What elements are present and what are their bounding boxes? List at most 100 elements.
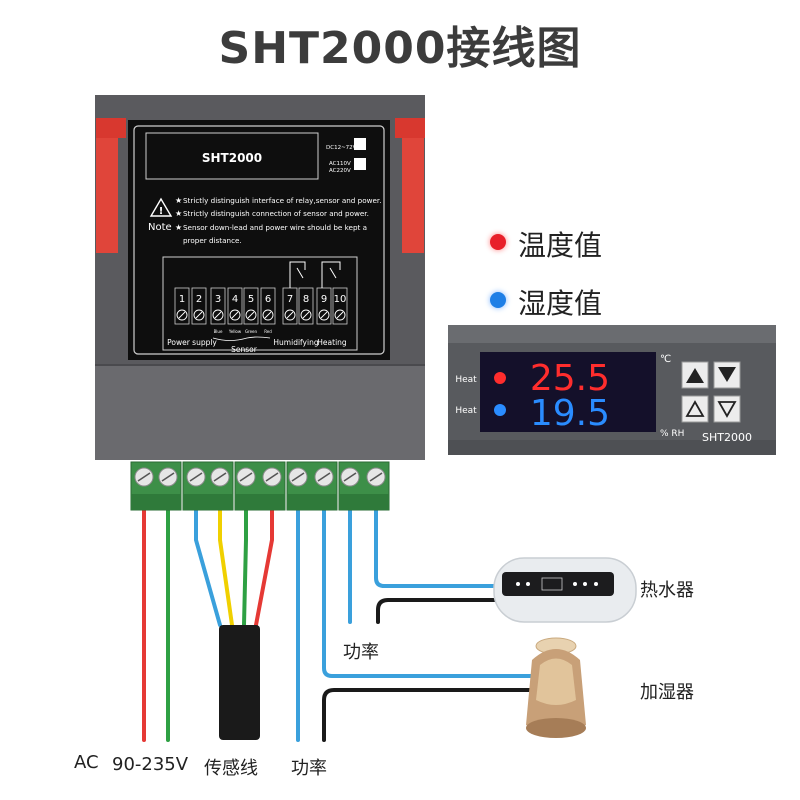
temp-legend-dot [490,234,506,250]
hum-indicator-led [494,404,506,416]
ac110-label: AC110V [329,161,351,167]
ac220-label: AC220V [329,168,351,174]
terminal-slot [298,287,314,325]
humidifier [526,637,586,738]
humidifier-label: 加湿器 [640,682,694,703]
group-sensor-label: Sensor [231,345,258,354]
controller-unit: SHT2000 DC12~72V AC110V AC220V ! Note ★ … [95,95,425,460]
hum-value: 19.5 [530,393,610,434]
svg-text:★: ★ [175,209,182,218]
sensor-wire-label: 传感线 [204,758,258,779]
up-button-1[interactable] [681,361,709,389]
terminal-slot [316,287,332,325]
group-power-label: Power supply [167,338,217,347]
note-line-3: Sensor down-lead and power wire should b… [183,223,367,232]
terminal-screw-icon [245,309,257,321]
terminal-number: 10 [334,294,347,305]
terminal-screw-icon [300,309,312,321]
terminal-number: 7 [287,294,293,305]
lcd-screen [480,352,656,432]
wire-sensor-blue [194,503,222,627]
page-title: SHT2000接线图 [218,23,582,74]
terminal-screw-icon [262,309,274,321]
dc-voltage-label: DC12~72V [326,145,357,151]
panel-model-text: SHT2000 [202,151,262,165]
left-clip-top [96,118,126,138]
power-label-bottom: 功率 [291,758,327,779]
note-line-2: Strictly distinguish connection of senso… [183,209,369,218]
terminal-slot [210,287,226,325]
terminal-slot [260,287,276,325]
water-heater-panel [502,572,614,596]
sensor-cable-sheath [219,625,260,740]
label-panel [128,120,390,360]
heat-label-2: Heat [455,406,477,416]
terminal-number: 1 [179,294,185,305]
ac-checkbox [354,158,366,170]
wire-heater-blue [374,503,507,588]
terminal-slot [191,287,207,325]
terminal-slot [227,287,243,325]
triangle-up-outline-icon [685,400,705,417]
note-line-1: Strictly distinguish interface of relay,… [183,196,381,205]
hum-legend-label: 湿度值 [518,287,603,320]
water-heater [493,557,637,623]
up-button-2[interactable] [681,395,709,423]
terminal-number: 5 [248,294,254,305]
right-clip-top [395,118,425,138]
down-button-2[interactable] [713,395,741,423]
hum-legend-dot [490,292,506,308]
voltage-label: 90-235V [112,754,189,775]
warning-icon [149,197,173,217]
terminal-screw-icon [334,309,346,321]
wires [142,503,547,742]
display-model-label: SHT2000 [702,431,752,444]
heater-label: 热水器 [640,580,694,601]
heat-label-1: Heat [455,375,477,385]
sensor-color-green: Green [245,329,258,334]
terminal-number: 8 [303,294,309,305]
terminal-number: 4 [232,294,238,305]
display-unit: Heat Heat 25.5 19.5 ℃ % RH SHT2000 [448,325,776,455]
terminal-screw-icon [318,309,330,321]
triangle-down-filled-icon [718,367,736,382]
temp-indicator-led [494,372,506,384]
temp-value: 25.5 [530,358,610,399]
temp-unit-label: ℃ [660,354,671,365]
wire-humidifier-black [322,688,547,742]
terminal-number: 9 [321,294,327,305]
temp-legend-label: 温度值 [518,229,603,262]
wire-humidifier-blue [322,503,547,678]
group-humidifying-label: Humidifying [273,338,318,347]
terminal-screw-icon [193,309,205,321]
terminal-screw-icon [212,309,224,321]
down-button-1[interactable] [713,361,741,389]
terminal-connectors [130,461,390,511]
wire-sensor-red [254,503,274,627]
terminal-number: 6 [265,294,271,305]
right-clip [402,138,424,253]
dc-checkbox [354,138,366,150]
triangle-down-outline-icon [717,401,737,418]
terminal-slot [243,287,259,325]
triangle-up-filled-icon [686,368,704,383]
sensor-color-yellow: Yellow [228,329,242,334]
ac-label: AC [74,752,99,773]
wire-sensor-green [242,503,248,627]
terminal-number: 2 [196,294,202,305]
terminal-screw-icon [284,309,296,321]
sensor-color-blue: Blue [214,329,223,334]
note-label: Note [148,222,172,233]
hum-unit-label: % RH [660,429,684,439]
sensor-color-red: Red [264,329,272,334]
svg-text:★: ★ [175,223,182,232]
terminal-screw-icon [176,309,188,321]
wire-sensor-yellow [218,503,234,627]
terminal-slot [174,287,190,325]
terminal-slot [332,287,348,325]
group-heating-label: Heating [317,338,347,347]
controller-lower-housing [95,365,425,460]
left-clip [96,138,118,253]
svg-text:★: ★ [175,196,182,205]
